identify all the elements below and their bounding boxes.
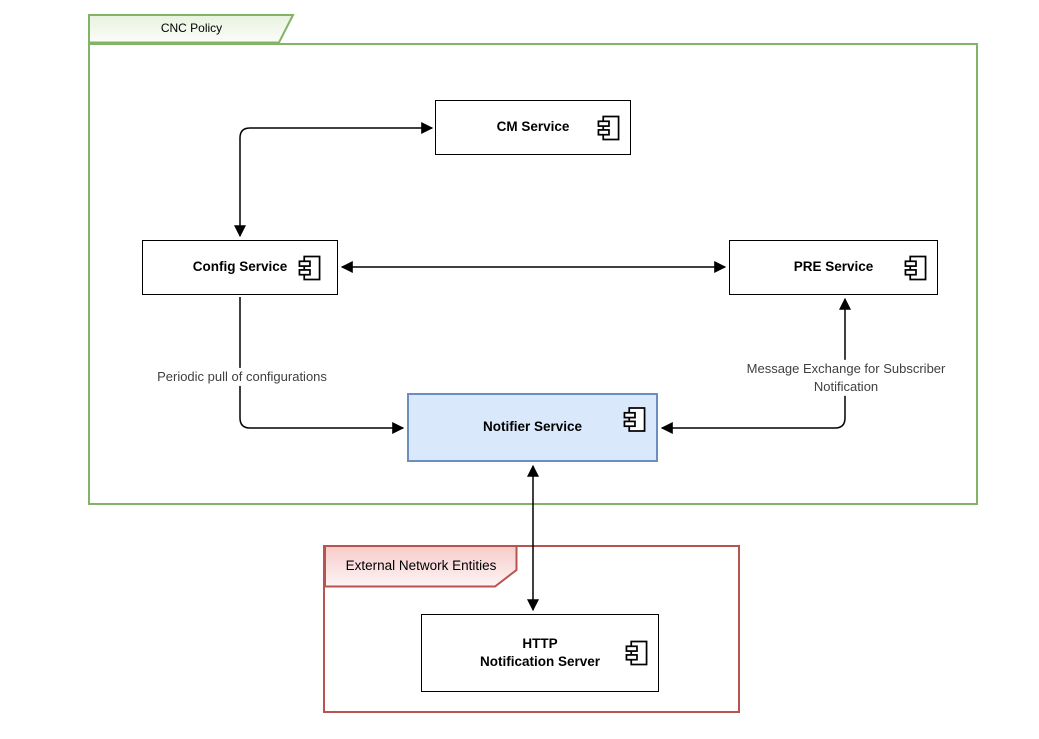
edge-label-message-exchange: Message Exchange for Subscriber Notifica… bbox=[721, 359, 971, 397]
node-config-service: Config Service bbox=[142, 240, 338, 295]
edge-label-periodic-pull: Periodic pull of configurations bbox=[155, 367, 329, 387]
http-notification-server-label: HTTP Notification Server bbox=[479, 635, 601, 669]
uml-component-icon bbox=[904, 255, 927, 280]
external-network-tab-shape bbox=[324, 546, 518, 588]
edge-config-notifier bbox=[239, 297, 405, 434]
cm-service-label: CM Service bbox=[496, 119, 570, 135]
cnc-policy-tab: CNC Policy bbox=[88, 14, 295, 44]
external-network-label: External Network Entities bbox=[345, 558, 497, 573]
external-network-tab: External Network Entities bbox=[324, 546, 518, 588]
edge-pre-notifier bbox=[660, 297, 851, 434]
uml-component-icon bbox=[597, 115, 620, 140]
uml-component-icon bbox=[623, 407, 646, 432]
config-service-label: Config Service bbox=[192, 259, 288, 275]
pre-service-label: PRE Service bbox=[793, 259, 874, 275]
uml-component-icon bbox=[625, 640, 648, 666]
node-http-notification-server: HTTP Notification Server bbox=[421, 614, 659, 692]
uml-component-icon bbox=[298, 255, 321, 280]
notifier-service-label: Notifier Service bbox=[482, 419, 583, 435]
node-notifier-service: Notifier Service bbox=[407, 393, 658, 462]
cnc-policy-label: CNC Policy bbox=[160, 21, 223, 35]
node-pre-service: PRE Service bbox=[729, 240, 938, 295]
node-cm-service: CM Service bbox=[435, 100, 631, 155]
cnc-policy-tab-shape bbox=[88, 14, 295, 44]
edge-config-cm bbox=[234, 122, 434, 238]
